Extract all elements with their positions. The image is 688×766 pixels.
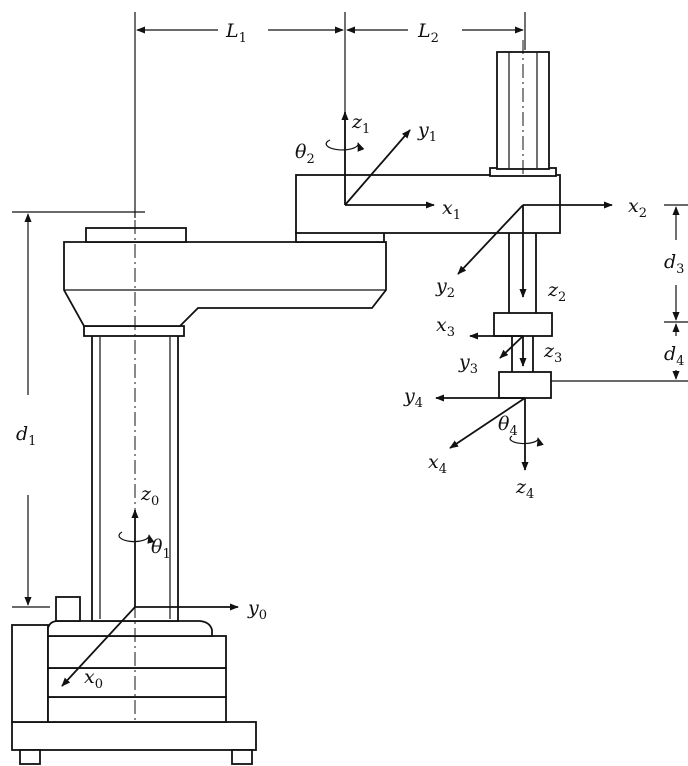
base-foot-plate bbox=[11, 721, 257, 751]
label-x3: x3 bbox=[436, 314, 455, 340]
x0-axis-arrow bbox=[61, 606, 136, 687]
label-y1: y1 bbox=[417, 119, 437, 145]
link-1-body bbox=[63, 241, 387, 327]
robot-base bbox=[11, 596, 257, 765]
label-x4: x4 bbox=[428, 451, 447, 477]
labels: L1 L2 d1 d3 d4 z0 θ1 y0 x0 z1 θ2 y1 x1 x… bbox=[16, 20, 684, 692]
label-x0: x0 bbox=[84, 666, 103, 692]
frame-1-axes bbox=[325, 111, 435, 209]
frame-2-axes bbox=[457, 201, 613, 298]
frame-0-axes bbox=[61, 509, 239, 687]
base-collar bbox=[47, 620, 213, 637]
base-leg-right bbox=[231, 749, 253, 765]
label-z2: z2 bbox=[547, 279, 566, 305]
quill-collar bbox=[493, 312, 553, 337]
link-1-top-cap bbox=[85, 227, 187, 243]
label-theta4: θ4 bbox=[498, 413, 518, 439]
axis-center-lines bbox=[134, 40, 524, 722]
frame-4-axes bbox=[435, 394, 544, 471]
label-theta1: θ1 bbox=[151, 536, 171, 562]
base-tier-2 bbox=[47, 667, 227, 698]
label-y2: y2 bbox=[435, 275, 455, 301]
arm-link-1 bbox=[63, 227, 387, 327]
label-L1: L1 bbox=[225, 20, 247, 46]
label-L2: L2 bbox=[417, 20, 439, 46]
base-side-block bbox=[11, 624, 49, 723]
label-d4: d4 bbox=[664, 343, 684, 369]
label-x2: x2 bbox=[628, 195, 647, 221]
y2-axis-arrow bbox=[457, 204, 524, 275]
quill-assembly bbox=[493, 233, 553, 399]
link-2-body bbox=[295, 174, 561, 234]
label-y0: y0 bbox=[247, 597, 267, 623]
base-leg-left bbox=[19, 749, 41, 765]
robot-column bbox=[83, 325, 185, 622]
y3-axis-arrow bbox=[499, 335, 524, 359]
y1-axis-arrow bbox=[344, 129, 411, 206]
label-d1: d1 bbox=[16, 423, 36, 449]
theta1-rotation-arrow bbox=[118, 531, 155, 544]
column-flange bbox=[83, 325, 185, 337]
label-z1: z1 bbox=[351, 111, 370, 137]
frame-3-axes bbox=[469, 332, 527, 367]
label-z0: z0 bbox=[140, 483, 159, 509]
label-x1: x1 bbox=[442, 197, 461, 223]
base-tier-3 bbox=[47, 635, 227, 669]
theta2-rotation-arrow bbox=[325, 139, 365, 152]
x4-axis-arrow bbox=[449, 397, 526, 449]
base-tier-1 bbox=[47, 696, 227, 723]
label-theta2: θ2 bbox=[295, 141, 315, 167]
base-connector-box bbox=[55, 596, 81, 622]
label-y4: y4 bbox=[403, 385, 423, 411]
end-effector-block bbox=[498, 371, 552, 399]
label-z3: z3 bbox=[543, 340, 562, 366]
label-y3: y3 bbox=[458, 351, 478, 377]
label-z4: z4 bbox=[515, 476, 534, 502]
dimension-lines bbox=[12, 12, 688, 608]
label-d3: d3 bbox=[664, 251, 684, 277]
theta4-rotation-arrow bbox=[509, 435, 544, 447]
